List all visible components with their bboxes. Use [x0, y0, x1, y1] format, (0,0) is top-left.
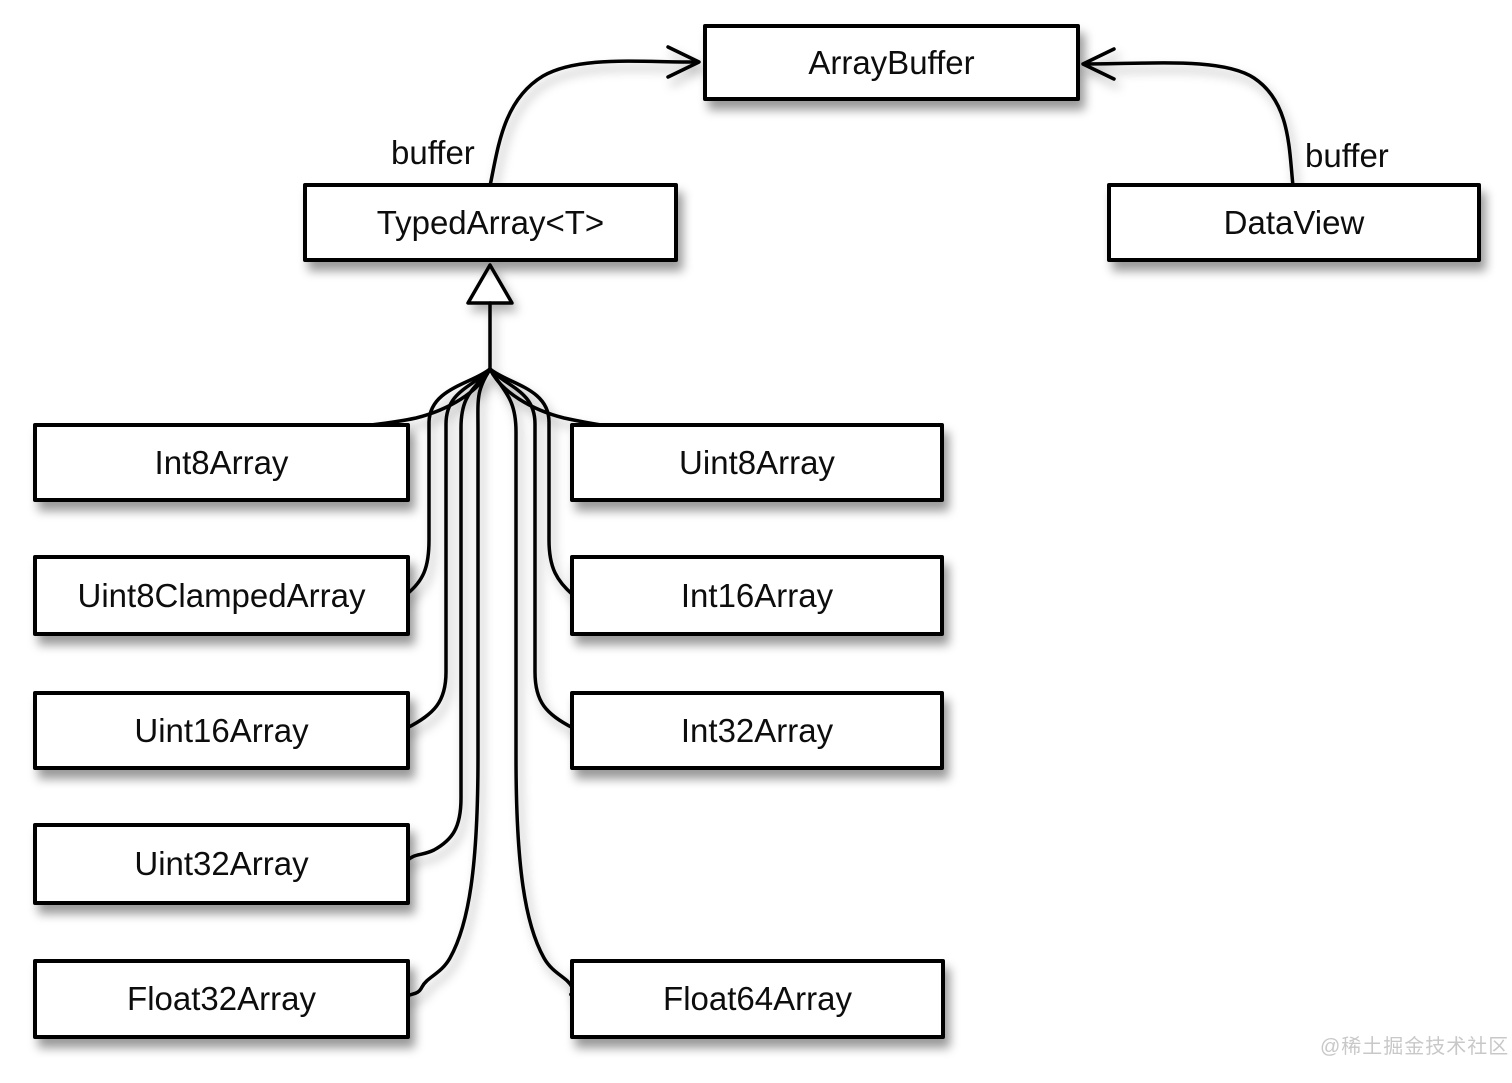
- arrowhead-left-icon: [1081, 47, 1116, 81]
- edge-to-uint32array: [405, 367, 492, 863]
- node-int8array: Int8Array: [33, 423, 410, 502]
- edge-dataview-to-arraybuffer: [1081, 47, 1295, 188]
- edge-to-uint16array: [405, 367, 492, 730]
- arrowhead-right-icon: [666, 45, 701, 79]
- edge-to-int32array: [488, 367, 575, 730]
- edge-to-uint8clampedarray: [405, 367, 492, 596]
- node-uint16array: Uint16Array: [33, 691, 410, 770]
- node-dataview: DataView: [1107, 183, 1481, 262]
- edge-label-dataview-buffer: buffer: [1305, 137, 1389, 174]
- node-float32array: Float32Array: [33, 959, 410, 1039]
- inheritance-triangle-icon: [466, 263, 514, 305]
- edge-to-int16array: [488, 367, 575, 597]
- node-typedarray: TypedArray<T>: [303, 183, 678, 262]
- node-uint8array: Uint8Array: [570, 423, 944, 502]
- node-int16array: Int16Array: [570, 555, 944, 636]
- edge-label-typedarray-buffer: buffer: [391, 134, 475, 171]
- node-uint8clampedarray: Uint8ClampedArray: [33, 555, 410, 636]
- edge-typedarray-to-arraybuffer: [488, 45, 701, 188]
- node-arraybuffer: ArrayBuffer: [703, 24, 1080, 101]
- node-float64array: Float64Array: [570, 959, 945, 1039]
- node-int32array: Int32Array: [570, 691, 944, 770]
- edge-to-float64array: [488, 367, 575, 998]
- edge-to-float32array: [405, 367, 492, 998]
- watermark-text: @稀土掘金技术社区: [1320, 1036, 1510, 1058]
- node-uint32array: Uint32Array: [33, 823, 410, 905]
